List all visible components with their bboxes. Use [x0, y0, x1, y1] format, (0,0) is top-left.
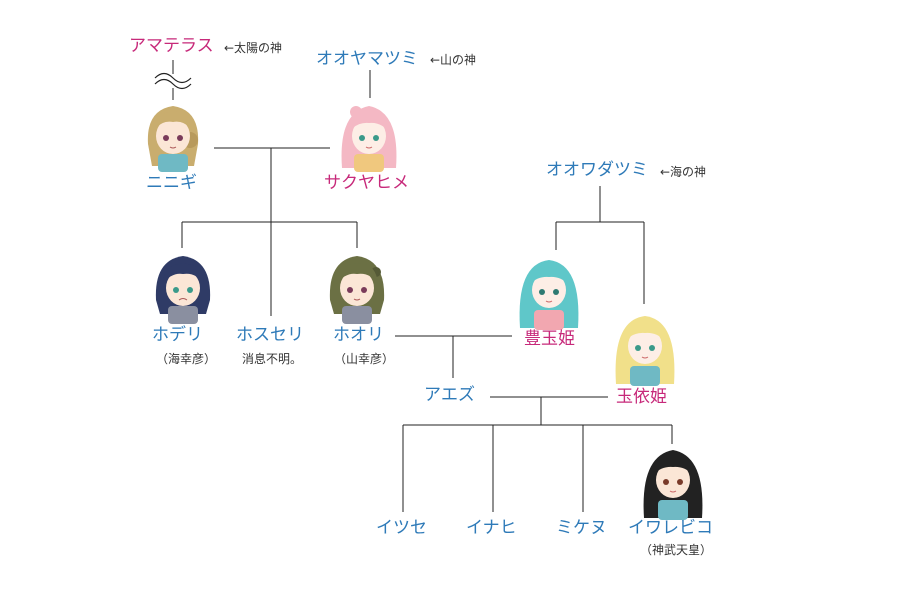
- name-toyotamahime: 豊玉姫: [524, 329, 575, 349]
- hoderi-avatar: [150, 250, 216, 324]
- sakuyahime-avatar: [336, 98, 402, 172]
- hoori-avatar: [324, 250, 390, 324]
- name-oowadatsumi: オオワダツミ: [546, 160, 648, 180]
- name-amaterasu: アマテラス: [129, 36, 214, 56]
- toyotamahime-avatar: [516, 252, 582, 330]
- name-hosuseri: ホスセリ: [236, 325, 304, 345]
- name-inahi: イナヒ: [466, 518, 517, 538]
- tamayorihime-avatar: [612, 308, 678, 386]
- name-iwarebiko: イワレビコ: [628, 518, 713, 538]
- name-hoori: ホオリ: [333, 325, 384, 345]
- lineage-break-mark: [154, 72, 192, 90]
- sub-hoori: （山幸彦）: [334, 352, 395, 366]
- name-itsuse: イツセ: [376, 518, 427, 538]
- sub-iwarebiko: （神武天皇）: [640, 543, 713, 557]
- name-mikenu: ミケヌ: [556, 518, 607, 538]
- sub-hosuseri: 消息不明。: [242, 352, 303, 366]
- ninigi-avatar: [140, 100, 206, 172]
- name-ooyamatsumi: オオヤマツミ: [316, 49, 418, 69]
- name-sakuyahime: サクヤヒメ: [324, 173, 409, 193]
- note-ooyamatsumi: ←山の神: [430, 53, 477, 67]
- iwarebiko-avatar: [640, 444, 706, 520]
- note-oowadatsumi: ←海の神: [660, 165, 707, 179]
- name-ninigi: ニニギ: [146, 173, 197, 193]
- name-aezu: アエズ: [424, 385, 475, 405]
- note-amaterasu: ←太陽の神: [224, 41, 283, 55]
- sub-hoderi: （海幸彦）: [156, 352, 217, 366]
- name-hoderi: ホデリ: [152, 325, 203, 345]
- name-tamayorihime: 玉依姫: [616, 387, 667, 407]
